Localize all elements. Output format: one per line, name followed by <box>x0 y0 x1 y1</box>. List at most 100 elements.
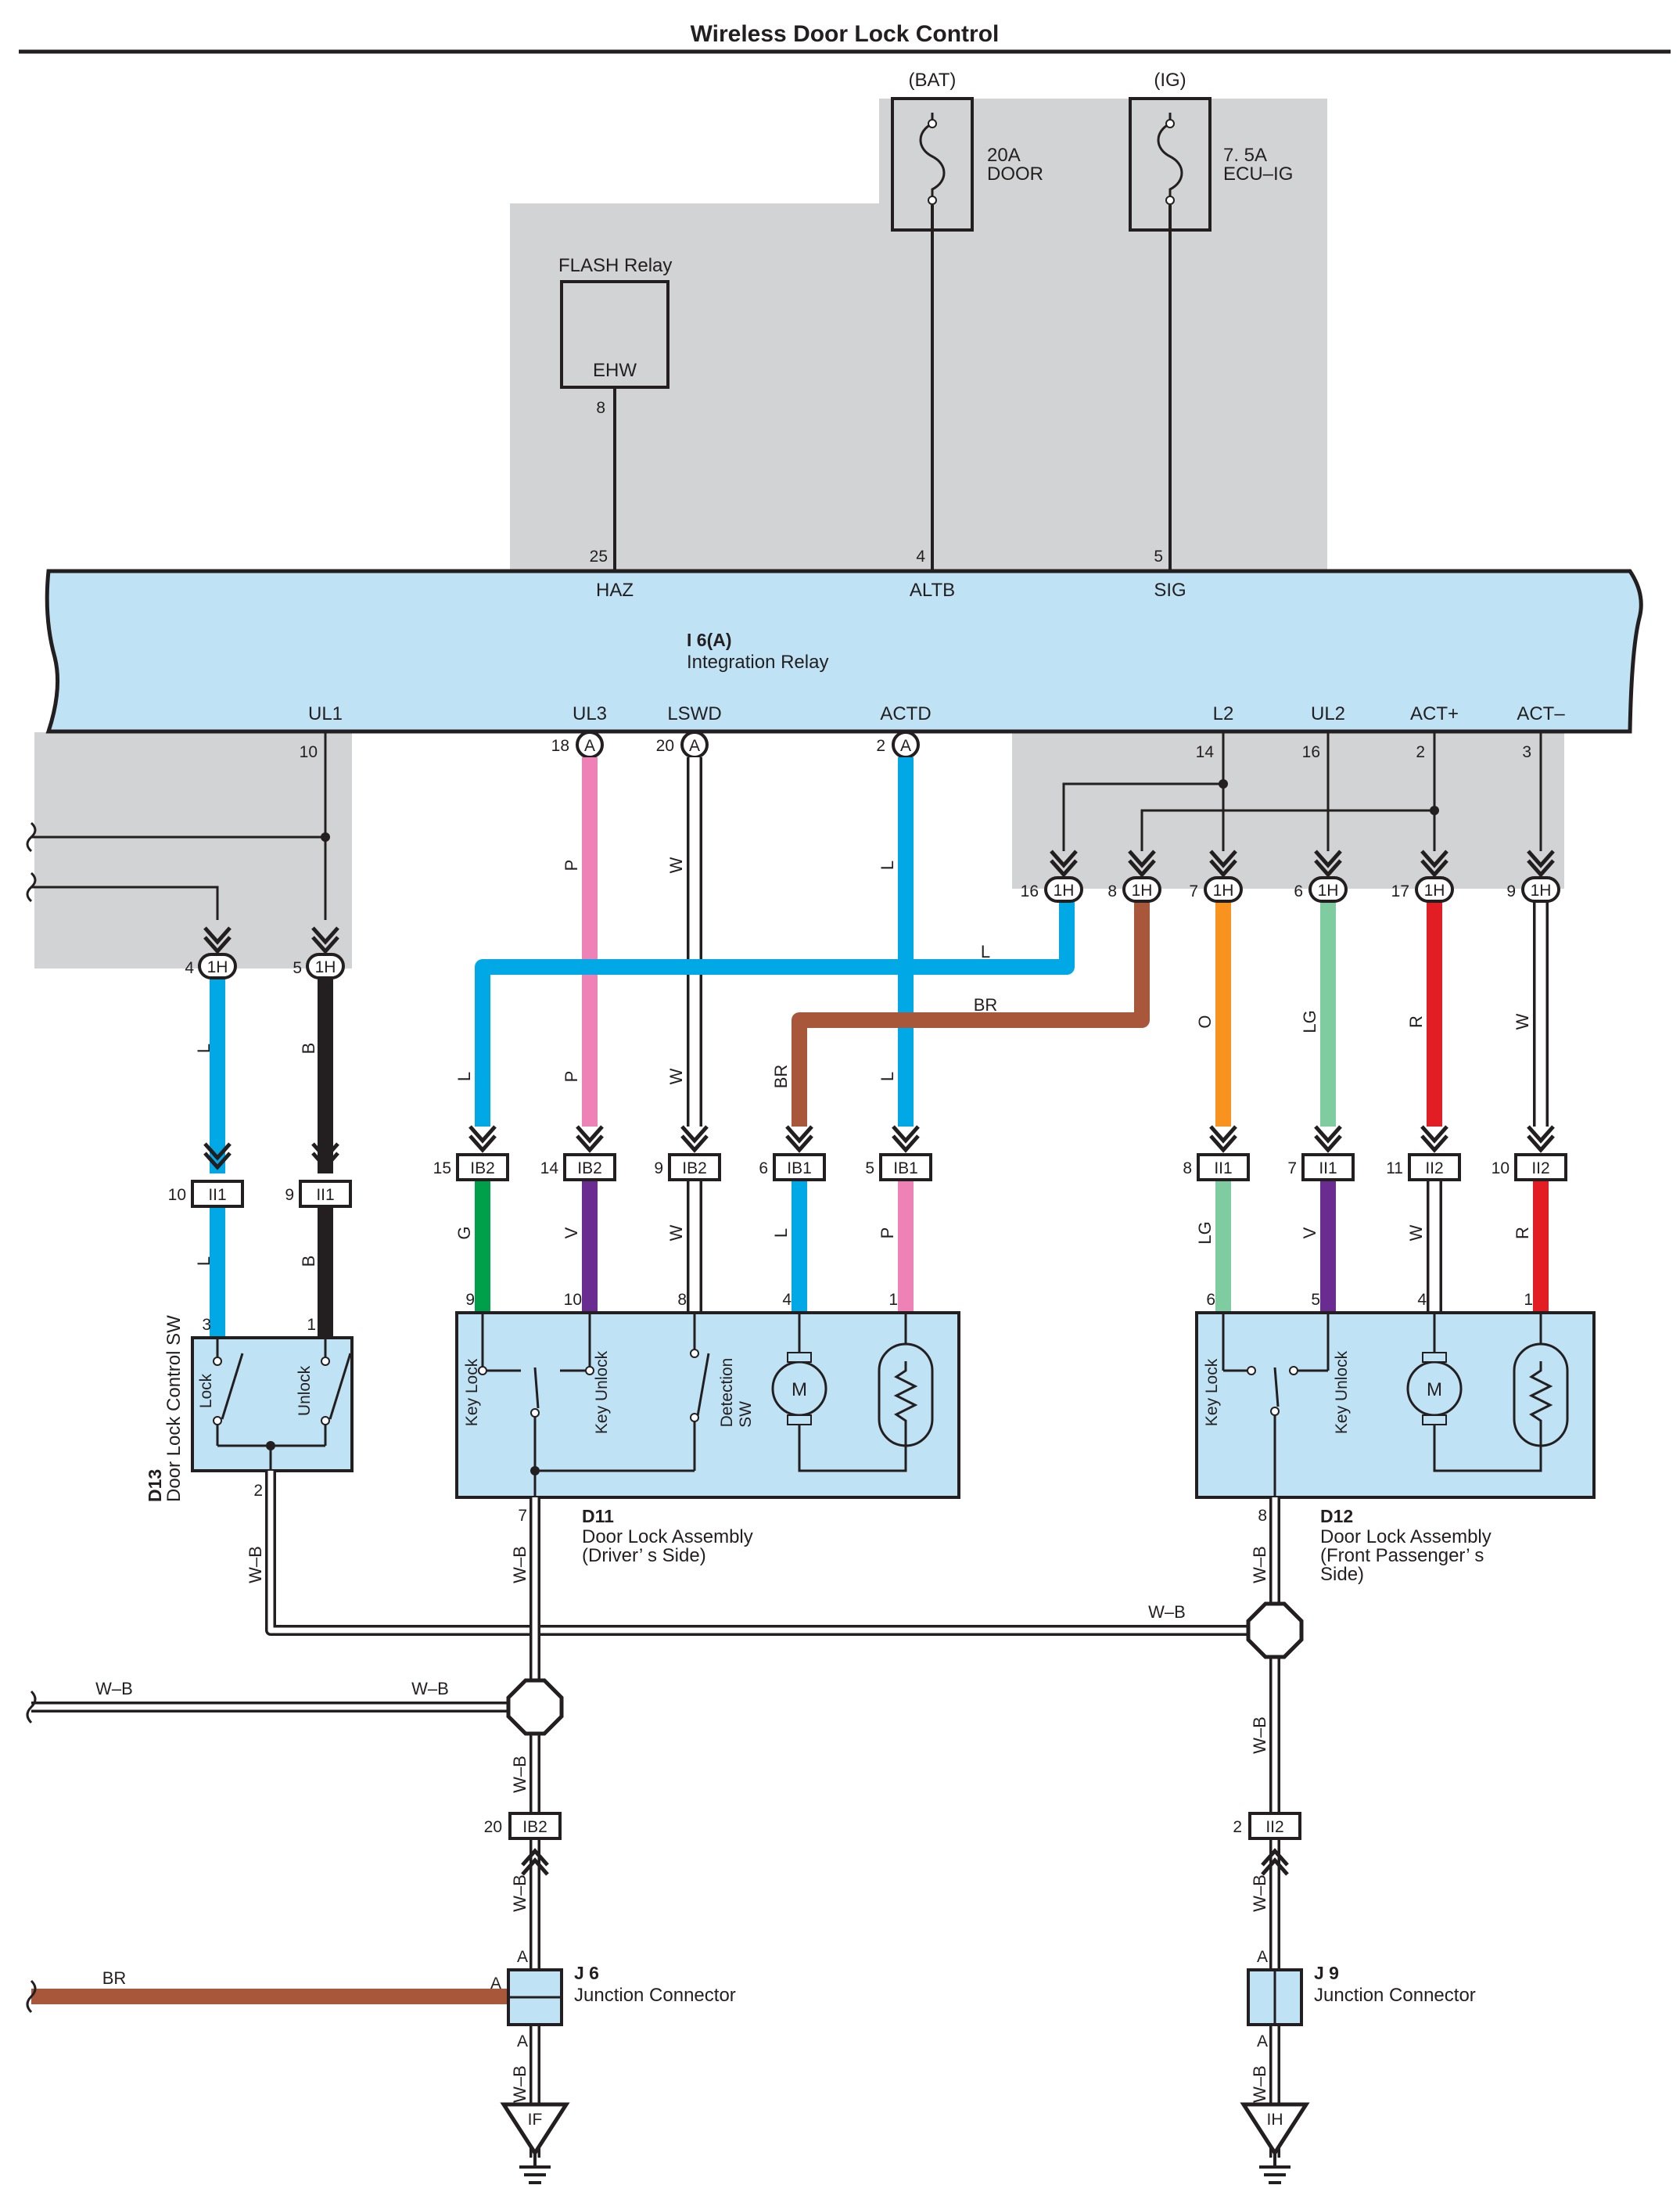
connector-1h-code: 1H <box>1531 882 1552 900</box>
svg-text:B: B <box>299 1043 318 1055</box>
relay-bottom-label: L2 <box>1213 703 1234 724</box>
svg-text:P: P <box>562 860 581 871</box>
svg-text:A: A <box>1257 2032 1268 2050</box>
inline-connector-pin: 9 <box>285 1186 294 1204</box>
inline-connector-pin: 14 <box>540 1159 559 1177</box>
ring-terminals: A A A <box>576 731 920 759</box>
d11-pin: 10 <box>564 1291 582 1309</box>
svg-text:W–B: W–B <box>246 1546 265 1583</box>
ptc-heater-icon <box>878 1342 934 1447</box>
ring-label: A <box>584 737 595 755</box>
inline-connector-pin: 7 <box>1287 1159 1297 1177</box>
svg-text:R: R <box>1406 1015 1426 1028</box>
d13-pin: 3 <box>202 1316 211 1334</box>
d11-name: Door Lock Assembly <box>582 1526 753 1547</box>
relay-bottom-pin: 2 <box>876 737 885 755</box>
connector-1h-code: 1H <box>1132 882 1153 900</box>
inline-connector-code: IB2 <box>470 1159 495 1177</box>
colored-wires <box>210 757 1549 1336</box>
splice-dots <box>321 779 1439 842</box>
svg-text:W–B: W–B <box>1250 1546 1269 1583</box>
svg-text:W–B: W–B <box>1148 1602 1186 1622</box>
relay-bottom-pin: 2 <box>1416 743 1425 761</box>
ground-icon <box>1259 2153 1291 2184</box>
svg-text:BR: BR <box>102 1968 127 1988</box>
svg-text:20: 20 <box>484 1818 502 1836</box>
inline-connector-code: IB1 <box>787 1159 812 1177</box>
flash-relay-terminal: EHW <box>593 360 637 381</box>
d12-pin: 6 <box>1206 1291 1215 1309</box>
svg-text:P: P <box>878 1227 897 1239</box>
lower-connectors: IB2 20 II2 2 <box>484 1812 1301 1876</box>
svg-text:II2: II2 <box>1265 1818 1283 1836</box>
integration-relay: 25 4 5 HAZ ALTB SIG I 6(A) Integration R… <box>45 548 1643 761</box>
flash-relay-pin: 8 <box>596 399 605 417</box>
wire-break-marks <box>26 821 37 903</box>
svg-text:L: L <box>454 1072 474 1081</box>
svg-text:P: P <box>562 1071 581 1083</box>
relay-top-pin: 25 <box>590 548 608 566</box>
flash-relay-title: FLASH Relay <box>558 255 672 276</box>
fuse-source-label: (IG) <box>1154 70 1186 91</box>
relay-bottom-label: ACT+ <box>1410 703 1459 724</box>
inline-connector-code: IB2 <box>682 1159 707 1177</box>
d13-name: Door Lock Control SW <box>163 1315 185 1502</box>
connector-1h-code: 1H <box>1054 882 1075 900</box>
relay-top-label: ALTB <box>910 580 955 601</box>
svg-text:W: W <box>666 1068 686 1084</box>
ground-harness <box>26 1471 1280 2158</box>
d11-door-lock-assembly-driver: M Key Lock Key Unlock Detection SW 9 10 … <box>455 1291 960 1566</box>
ring-label: A <box>689 737 700 755</box>
svg-text:2: 2 <box>1233 1818 1242 1836</box>
inline-connector-code: II1 <box>1214 1159 1232 1177</box>
svg-text:W–B: W–B <box>95 1679 133 1698</box>
svg-text:G: G <box>454 1226 474 1239</box>
ring-label: A <box>900 737 911 755</box>
d12-code: D12 <box>1320 1506 1353 1526</box>
inline-connector-pin: 5 <box>865 1159 874 1177</box>
connector-1h-code: 1H <box>1213 882 1234 900</box>
fuse-name: DOOR <box>987 164 1043 185</box>
svg-text:LG: LG <box>1300 1010 1319 1033</box>
relay-bottom-pin: 14 <box>1196 743 1215 761</box>
svg-text:A: A <box>517 1948 528 1966</box>
svg-text:IB2: IB2 <box>522 1818 547 1836</box>
fuse-rating: 7. 5A <box>1223 145 1267 166</box>
fuse-icon <box>919 113 946 200</box>
connector-1h-pin: 9 <box>1506 882 1516 900</box>
ground-label: IF <box>528 2111 543 2129</box>
d13-unlock-label: Unlock <box>296 1365 314 1416</box>
d13-lock-label: Lock <box>197 1373 215 1408</box>
inline-connector-pin: 15 <box>433 1159 451 1177</box>
relay-bottom-pin: 16 <box>1302 743 1320 761</box>
d11-key-lock: Key Lock <box>463 1358 481 1426</box>
inline-connector-code: IB1 <box>893 1159 918 1177</box>
inline-connector-pin: 10 <box>168 1186 186 1204</box>
d13-door-lock-control-sw: Lock Unlock 3 1 2 D13 Door Lock Control … <box>145 1315 354 1502</box>
connector-1h-pin: 8 <box>1107 882 1117 900</box>
left-panel <box>34 732 352 969</box>
d12-pin: 1 <box>1524 1291 1533 1309</box>
inline-connector-pin: 10 <box>1492 1159 1509 1177</box>
d11-pin: 1 <box>888 1291 898 1309</box>
d13-pin: 2 <box>253 1482 263 1500</box>
svg-text:BR: BR <box>974 995 998 1015</box>
svg-text:B: B <box>299 1256 318 1267</box>
svg-text:R: R <box>1513 1227 1532 1239</box>
svg-text:W–B: W–B <box>510 1546 529 1583</box>
svg-text:A: A <box>517 2032 528 2050</box>
connectors-1h: 1H 4 1H 5 1H 16 1H 8 1H 7 1H 6 1H 17 1H <box>185 850 1560 979</box>
ground-icon <box>519 2153 551 2184</box>
inline-connector-code: II1 <box>1319 1159 1337 1177</box>
harness-labels: W–B W–B W–B W–B W–B W–B W–B W–B W–B W–B … <box>95 1546 1269 2103</box>
svg-text:W–B: W–B <box>510 1874 529 1912</box>
j6-name: Junction Connector <box>574 1985 736 2006</box>
motor-label: M <box>1427 1379 1442 1400</box>
d13-code: D13 <box>145 1469 165 1502</box>
inline-connector-code: II1 <box>316 1186 334 1204</box>
svg-text:L: L <box>878 861 897 870</box>
svg-text:W: W <box>666 857 686 873</box>
d11-key-unlock: Key Unlock <box>593 1350 611 1434</box>
svg-text:O: O <box>1195 1015 1215 1028</box>
